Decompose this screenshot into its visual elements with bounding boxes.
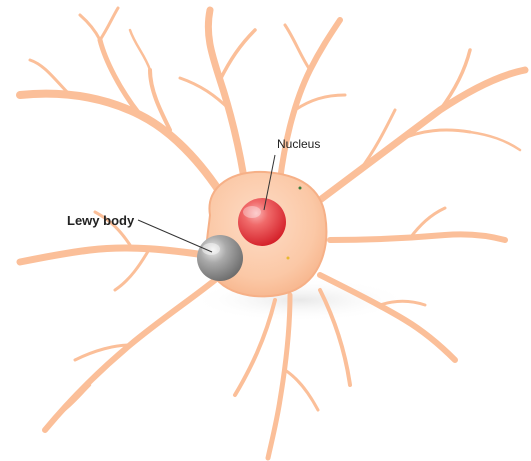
lewy-body bbox=[197, 235, 243, 281]
organelle-dot bbox=[287, 257, 290, 260]
nucleus-label: Nucleus bbox=[277, 137, 320, 151]
nucleus bbox=[238, 198, 286, 246]
lewy-body-label: Lewy body bbox=[67, 213, 135, 228]
organelle-dot bbox=[299, 187, 302, 190]
nucleus-highlight bbox=[243, 206, 261, 218]
